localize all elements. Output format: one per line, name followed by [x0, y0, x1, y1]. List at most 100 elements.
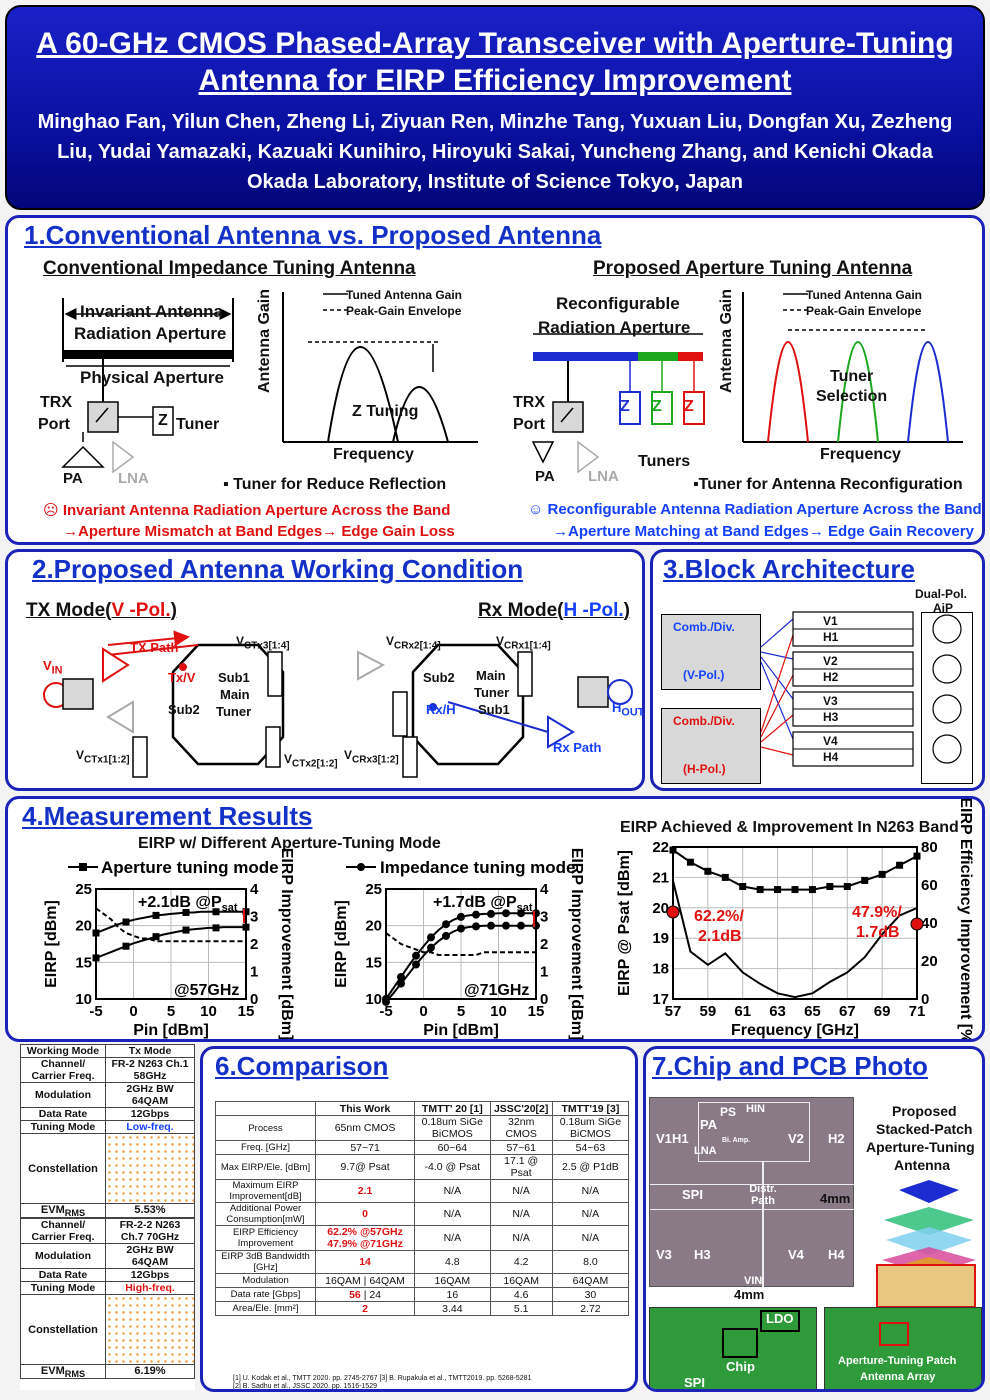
lna-label: LNA [118, 470, 149, 487]
series-line-2 [385, 932, 536, 956]
data-point [457, 912, 465, 921]
section-4-title: 4.Measurement Results [22, 801, 313, 831]
comparison-cell: N/A [414, 1202, 491, 1226]
chip-label-biamp: Bi. Amp. [722, 1137, 751, 1144]
x-tick-label: 5 [457, 1003, 465, 1020]
data-point [382, 997, 390, 1006]
poster-title: A 60-GHz CMOS Phased-Array Transceiver w… [36, 27, 954, 97]
proposed-antenna-3: Aperture-Tuning [866, 1139, 975, 1155]
aip-box [921, 612, 973, 784]
comparison-cell: 0.18um SiGe BiCMOS [414, 1115, 491, 1141]
comparison-cell: 16QAM | 64QAM [314, 1273, 416, 1288]
comparison-cell: 65nm CMOS [314, 1115, 416, 1141]
y2-tick-label: 0 [921, 991, 929, 1008]
data-point [878, 870, 886, 878]
physical-aperture-label: Physical Aperture [80, 368, 224, 387]
proposed-gain-plot [742, 292, 963, 443]
chip-dim-width: 4mm [820, 1191, 851, 1206]
comparison-cell: N/A [489, 1202, 553, 1226]
comparison-header-cell: This Work [314, 1101, 416, 1116]
dual-pol-label: Dual-Pol. [915, 587, 968, 601]
y2-tick-label: 60 [921, 877, 938, 894]
section-7-title: 7.Chip and PCB Photo [652, 1051, 928, 1081]
x-tick-label: 69 [874, 1003, 891, 1020]
section-6-title: 6.Comparison [215, 1051, 389, 1081]
pa-label: PA [63, 470, 83, 487]
data-point [487, 921, 495, 930]
x-tick-label: 63 [769, 1003, 786, 1020]
comparison-cell: 57~61 [489, 1140, 553, 1155]
y2-tick-label: 0 [540, 991, 548, 1008]
annotation-left-2: 2.1dB [698, 928, 742, 945]
y2-tick-label: 80 [921, 839, 938, 856]
vcrx3-label: VCRx3[1:2] [344, 748, 399, 766]
data-point [92, 954, 100, 962]
comparison-header-cell: TMTT'19 [3] [551, 1101, 630, 1116]
freq-note-57: @57GHz [174, 982, 239, 999]
conventional-title: Conventional Impedance Tuning Antenna [43, 258, 416, 279]
channel-h3: H3 [823, 710, 839, 724]
comparison-cell: N/A [489, 1179, 553, 1203]
x-tick-label: 59 [700, 1003, 717, 1020]
data-point [896, 861, 904, 869]
frequency-axis-label-2: Frequency [820, 446, 901, 463]
comparison-cell: EIRP 3dB Bandwidth [GHz] [215, 1250, 316, 1274]
conventional-antenna-diagram [61, 298, 234, 474]
data-point [457, 924, 465, 933]
section-3-panel: 3.Block Architecture Dual-Pol. AiP Comb.… [650, 549, 985, 791]
data-point [442, 920, 450, 929]
data-point [122, 942, 130, 950]
pcb-antenna-label-1: Aperture-Tuning Patch [838, 1355, 957, 1367]
chip-label-h1: H1 [672, 1131, 689, 1146]
comparison-cell: 64QAM [551, 1273, 630, 1288]
tuner-z-blue: Z [620, 398, 630, 415]
mode-table-value: High-freq. [105, 1281, 195, 1295]
x-tick-label: 15 [238, 1003, 255, 1020]
section-7-panel: 7.Chip and PCB Photo HIN PA PS LNA Bi. A… [643, 1046, 985, 1392]
proposed-antenna-diagram [531, 333, 705, 474]
section-4-panel: 4.Measurement Results EIRP w/ Different … [5, 796, 985, 1042]
mode-table-value: FR-2 N263 Ch.1 58GHz [105, 1057, 195, 1083]
comparison-cell: 5.1 [489, 1301, 553, 1316]
hout-label: HOUT [612, 700, 645, 719]
y2-axis-label: EIRP Efficiency Improvement [%] [957, 799, 974, 1039]
section-3-title: 3.Block Architecture [663, 554, 915, 584]
data-point [721, 873, 729, 881]
comparison-cell: 3.44 [414, 1301, 491, 1316]
mode-table-value: 2GHz BW 64QAM [105, 1243, 195, 1269]
data-point [739, 883, 747, 891]
chip-label-hin: HIN [746, 1103, 765, 1115]
channel-v2: V2 [823, 654, 838, 668]
x-tick-label: 10 [490, 1003, 507, 1020]
chip-label-h2: H2 [828, 1131, 845, 1146]
data-point [427, 943, 435, 952]
y2-tick-label: 4 [250, 881, 259, 898]
section-2-title: 2.Proposed Antenna Working Condition [32, 554, 524, 584]
reference-2: [2] B. Sadhu et al., JSSC 2020. pp. 1516… [233, 1383, 377, 1390]
data-point [182, 908, 190, 916]
conventional-note: ▪ Tuner for Reduce Reflection [223, 476, 447, 493]
comparison-cell: -4.0 @ Psat [414, 1154, 491, 1180]
chip-photo [649, 1097, 855, 1288]
x-tick-label: 0 [129, 1003, 137, 1020]
comparison-cell: Freq. [GHz] [215, 1140, 316, 1155]
comparison-cell: N/A [489, 1225, 553, 1251]
comparison-cell: 54~63 [551, 1140, 630, 1155]
chip-label-vin: VIN [744, 1275, 763, 1287]
chip-label-v1: V1 [656, 1131, 672, 1146]
chart-3-title: EIRP Achieved & Improvement In N263 Band [620, 819, 959, 836]
comparison-cell: 16QAM [489, 1273, 553, 1288]
y-tick-label: 21 [652, 869, 669, 886]
comparison-cell: 16QAM [414, 1273, 491, 1288]
comparison-cell: 16 [414, 1287, 491, 1302]
y-tick-label: 10 [75, 991, 92, 1008]
tuner-label-tx: Tuner [216, 704, 252, 719]
